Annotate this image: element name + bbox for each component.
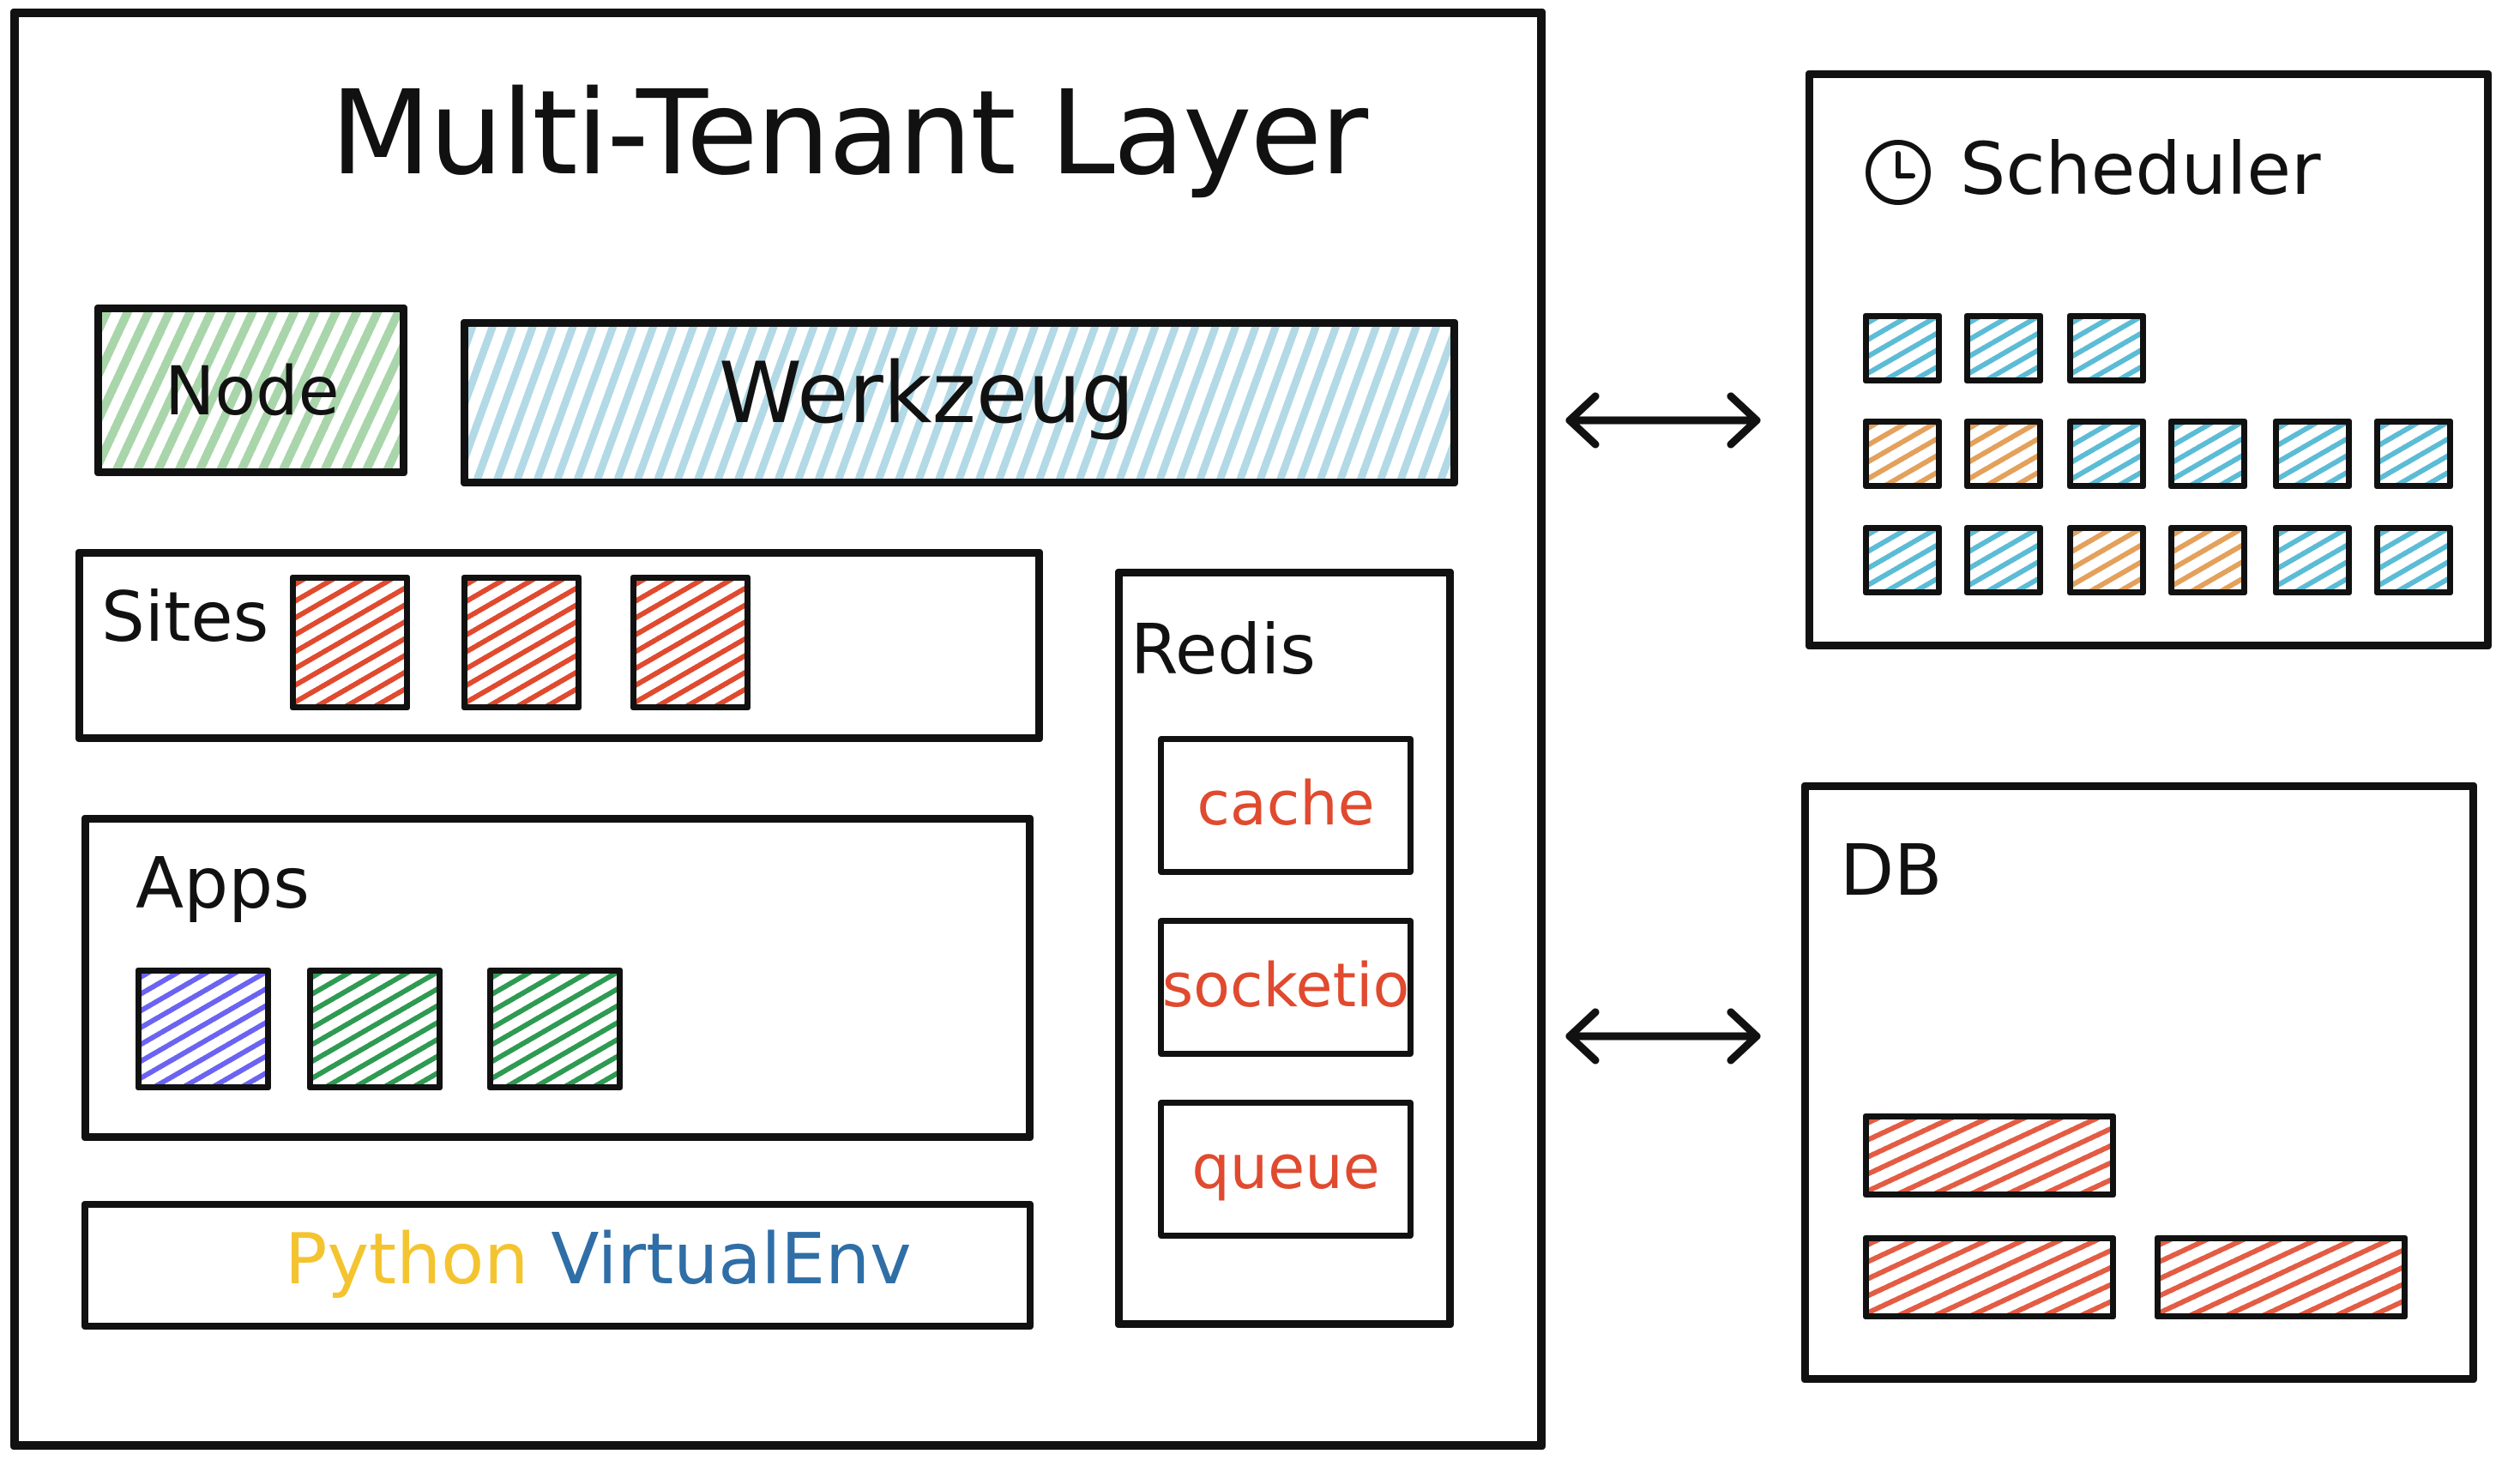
db-box [1801,782,2477,1383]
app-tile [307,968,443,1090]
werkzeug-box [461,319,1458,486]
multi-tenant-title: Multi-Tenant Layer [330,66,1368,202]
app-tile [487,968,623,1090]
werkzeug-label: Werkzeug [719,345,1135,443]
app-tile [136,968,271,1090]
scheduler-job-tile [2374,525,2453,595]
redis-queue-box [1158,1100,1414,1239]
redis-cache-box [1158,736,1414,875]
clock-icon [1866,140,1931,205]
redis-socketio-label: socketio [1161,950,1410,1021]
db-title: DB [1840,830,1943,912]
scheduler-job-tile [2067,525,2146,595]
sites-label: Sites [101,577,269,657]
apps-box [81,815,1034,1141]
site-tile [461,575,582,710]
sites-box [75,549,1043,742]
node-label: Node [165,353,340,431]
scheduler-job-tile [2067,419,2146,489]
apps-label: Apps [136,843,310,925]
scheduler-job-tile [1964,419,2043,489]
db-table [2155,1235,2408,1319]
virtualenv-text: VirtualEnv [551,1219,912,1300]
scheduler-job-tile [1863,313,1942,383]
scheduler-title: Scheduler [1960,127,2321,211]
redis-cache-label: cache [1197,769,1375,839]
db-table [1863,1113,2116,1198]
redis-label: Redis [1130,610,1316,690]
scheduler-job-tile [2168,419,2247,489]
site-tile [630,575,751,710]
node-box [94,305,407,476]
db-arrow [1565,1008,1761,1065]
scheduler-job-tile [2168,525,2247,595]
scheduler-box [1806,70,2492,649]
scheduler-job-tile [1863,525,1942,595]
site-tile [290,575,410,710]
multi-tenant-layer [10,9,1546,1450]
scheduler-job-tile [1964,313,2043,383]
python-virtualenv-label: Python VirtualEnv [285,1225,912,1295]
scheduler-arrow [1565,392,1761,449]
python-text: Python [285,1219,529,1300]
scheduler-job-tile [1863,419,1942,489]
scheduler-job-tile [1964,525,2043,595]
scheduler-job-tile [2374,419,2453,489]
scheduler-job-tile [2273,525,2352,595]
scheduler-job-tile [2273,419,2352,489]
db-table [1863,1235,2116,1319]
python-virtualenv-box [81,1201,1034,1330]
redis-queue-label: queue [1191,1132,1380,1203]
scheduler-job-tile [2067,313,2146,383]
redis-socketio-box [1158,918,1414,1057]
redis-box [1115,569,1454,1328]
